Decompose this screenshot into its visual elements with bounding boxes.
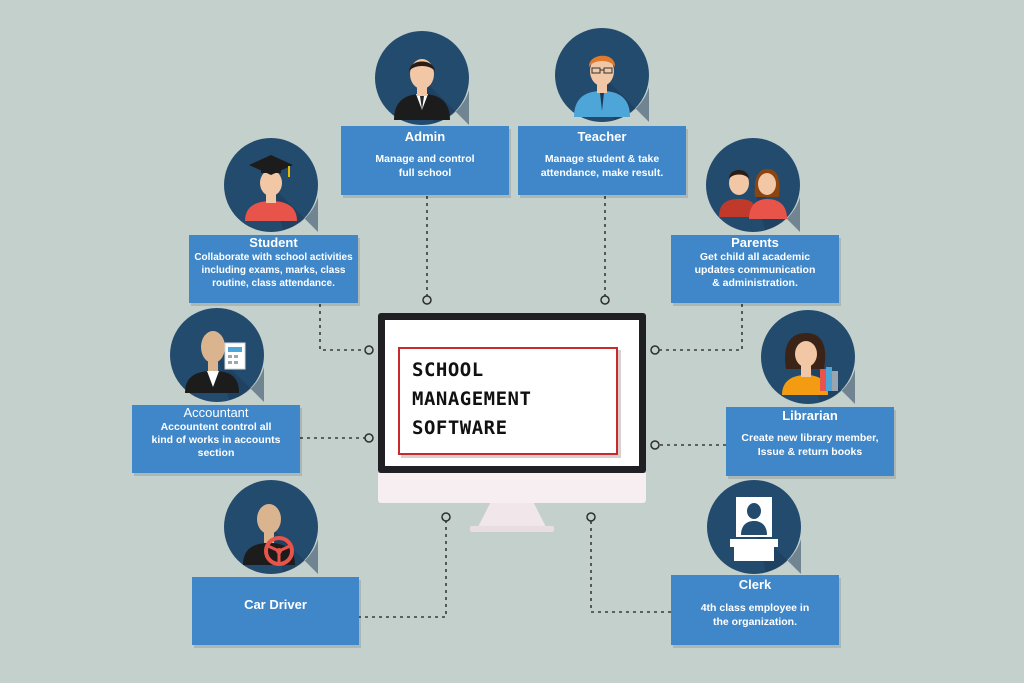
admin-title: Admin [404,129,446,144]
teacher-desc-line: Manage student & take [544,153,660,165]
parents-avatar-icon [706,138,800,232]
monitor-stand [478,503,546,527]
connector-dot-clerk [586,512,596,522]
accountant-card: Accountant Accountent control all kind o… [132,405,300,473]
monitor-screen [385,320,639,466]
librarian-avatar-icon [761,310,855,404]
connector-dot-teacher [600,295,610,305]
admin-card: Admin Manage and control full school [341,126,509,195]
student-title: Student [249,235,298,250]
librarian-desc-line: Issue & return books [757,446,863,458]
librarian-desc-line: Create new library member, [741,432,879,444]
connector-car-driver [358,517,447,618]
clerk-desc-line: 4th class employee in [700,602,810,614]
admin-avatar-icon [375,31,469,125]
connector-clerk [590,517,671,613]
accountant-title: Accountant [183,405,249,420]
accountant-desc-line: kind of works in accounts [151,434,281,446]
teacher-card: Teacher Manage student & take attendance… [518,126,686,195]
librarian-card: Librarian Create new library member, Iss… [726,407,894,476]
connector-dot-librarian [650,440,660,450]
teacher-title: Teacher [577,129,627,144]
student-desc-line: routine, class attendance. [212,278,335,289]
admin-desc-line: Manage and control [375,153,475,165]
accountant-desc-line: section [197,447,235,459]
connector-dot-student [364,345,374,355]
monitor-base [470,526,554,532]
car-driver-title: Car Driver [244,597,307,612]
title-frame [398,347,618,455]
student-desc-line: including exams, marks, class [201,265,346,276]
connector-student [319,304,368,351]
parents-desc-line: updates communication [694,264,816,276]
monitor-bezel [378,313,646,473]
center-title-line: MANAGEMENT [412,388,532,410]
connector-dot-admin [422,295,432,305]
clerk-title: Clerk [738,577,772,592]
accountant-desc-line: Accountent control all [160,421,272,433]
connector-parents [655,304,743,351]
center-title: SCHOOL MANAGEMENT SOFTWARE [412,356,531,443]
connector-dot-parents [650,345,660,355]
student-card: Student Collaborate with school activiti… [189,235,358,303]
center-title-line: SCHOOL [412,359,484,381]
teacher-avatar-icon [555,28,649,122]
car-driver-card: Car Driver [192,577,359,645]
car-driver-avatar-icon [224,480,318,574]
monitor-illustration: SCHOOL MANAGEMENT SOFTWARE [378,313,646,538]
admin-desc-line: full school [398,167,452,179]
center-title-line: SOFTWARE [412,417,508,439]
clerk-desk-icon [707,480,801,574]
connector-dot-accountant [364,433,374,443]
student-desc-line: Collaborate with school activities [194,252,353,263]
student-graduate-icon [224,138,318,232]
parents-title: Parents [731,235,779,250]
parents-desc-line: Get child all academic [699,251,811,263]
librarian-title: Librarian [782,408,838,423]
connector-dot-car-driver [441,512,451,522]
clerk-desc-line: the organization. [713,616,797,628]
parents-card: Parents Get child all academic updates c… [671,235,839,303]
parents-desc-line: & administration. [712,277,798,289]
accountant-avatar-icon [170,308,264,402]
teacher-desc-line: attendance, make result. [540,167,664,179]
monitor-chin [378,473,646,503]
clerk-card: Clerk 4th class employee in the organiza… [671,575,839,645]
